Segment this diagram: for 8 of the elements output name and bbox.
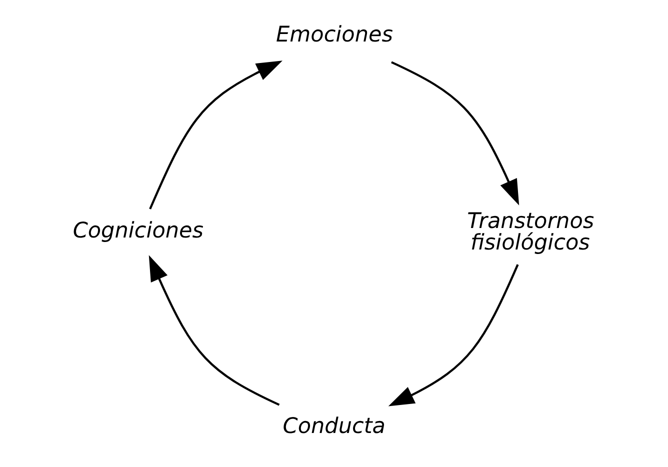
node-text: Transtornos fisiológicos xyxy=(467,208,594,256)
arrow xyxy=(388,264,519,406)
arrow xyxy=(148,255,280,406)
node-text: Emociones xyxy=(276,22,394,48)
arrow xyxy=(149,60,282,210)
arrow xyxy=(391,61,520,206)
node-text: Cogniciones xyxy=(72,218,204,244)
node-text: Conducta xyxy=(282,414,386,440)
